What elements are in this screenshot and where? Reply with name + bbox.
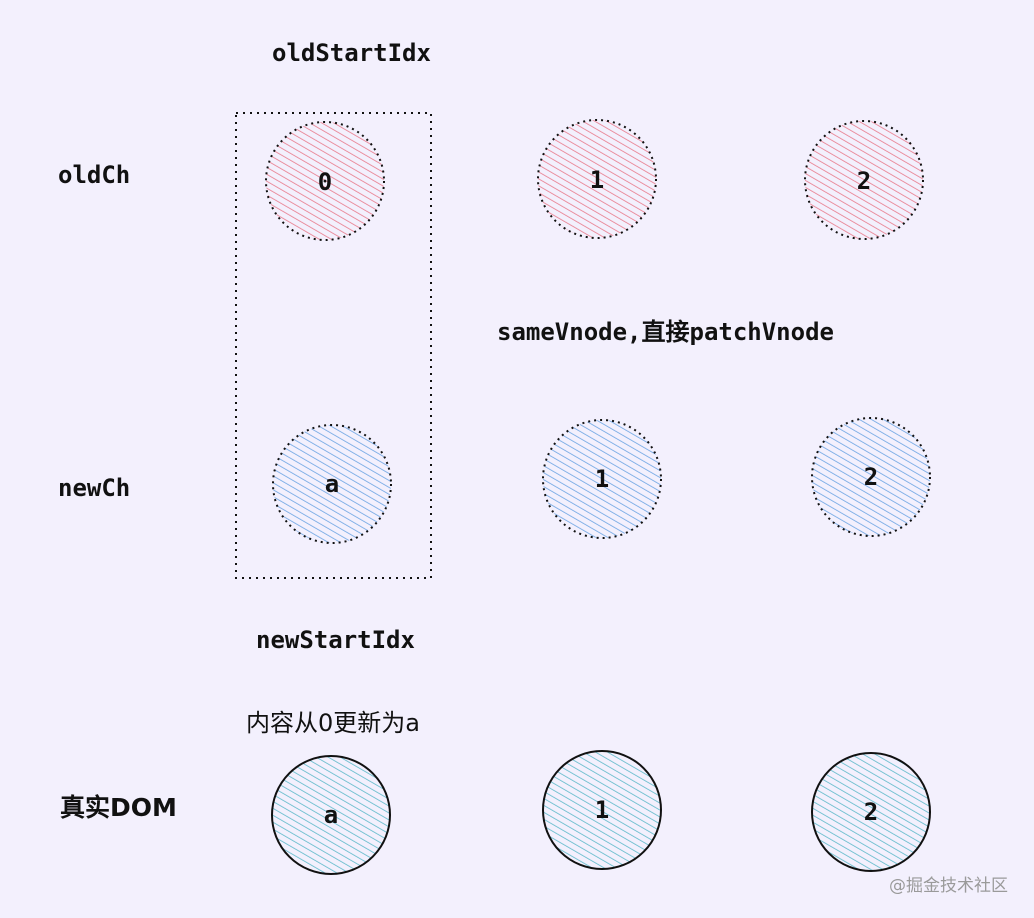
new-ch-node-2-label: 2: [864, 463, 878, 491]
old-ch-label: oldCh: [58, 161, 130, 189]
old-ch-node-0: 0: [265, 121, 385, 241]
old-ch-node-1: 1: [537, 119, 657, 239]
old-ch-node-2: 2: [804, 120, 924, 240]
start-idx-highlight-box: [235, 112, 432, 579]
real-dom-node-2: 2: [811, 752, 931, 872]
new-ch-node-0-label: a: [325, 470, 339, 498]
real-dom-node-1-label: 1: [595, 796, 609, 824]
new-start-idx-label: newStartIdx: [256, 626, 415, 654]
real-dom-node-1: 1: [542, 750, 662, 870]
new-ch-node-2: 2: [811, 417, 931, 537]
old-ch-node-1-label: 1: [590, 166, 604, 194]
new-ch-node-1-label: 1: [595, 465, 609, 493]
same-vnode-note: sameVnode,直接patchVnode: [497, 318, 834, 346]
old-ch-node-2-label: 2: [857, 167, 871, 195]
old-ch-node-0-label: 0: [318, 168, 332, 196]
watermark: @掘金技术社区: [889, 876, 1008, 896]
real-dom-node-0-label: a: [324, 801, 338, 829]
real-dom-label: 真实DOM: [60, 793, 177, 822]
new-ch-label: newCh: [58, 474, 130, 502]
update-note: 内容从0更新为a: [246, 709, 420, 737]
new-ch-node-0: a: [272, 424, 392, 544]
new-ch-node-1: 1: [542, 419, 662, 539]
real-dom-node-2-label: 2: [864, 798, 878, 826]
old-start-idx-label: oldStartIdx: [272, 39, 431, 67]
real-dom-node-0: a: [271, 755, 391, 875]
